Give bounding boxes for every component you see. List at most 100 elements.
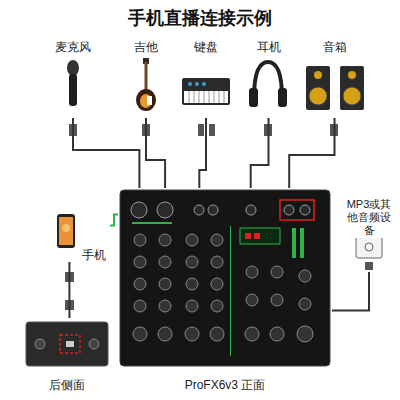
ear-cup	[249, 88, 258, 107]
main-out-jack	[284, 205, 294, 215]
combo-jack	[157, 202, 173, 218]
mixer-front: ProFX6v3 正面	[118, 188, 332, 392]
knob	[158, 327, 172, 341]
device-label: 后侧面	[47, 378, 87, 392]
guitar-neck	[145, 62, 148, 92]
knob	[211, 278, 223, 290]
knob	[134, 234, 146, 246]
jack-plug	[198, 124, 204, 136]
cable	[146, 118, 165, 188]
jack-plug	[209, 124, 215, 136]
mic-body	[69, 74, 77, 106]
knob	[211, 300, 223, 312]
knob	[246, 266, 258, 278]
knob	[134, 300, 146, 312]
pickguard	[147, 96, 152, 105]
level-meter	[300, 228, 304, 258]
knob	[134, 278, 146, 290]
section-divider	[230, 226, 231, 356]
knob	[186, 256, 198, 268]
phone-device: 手机	[52, 210, 110, 262]
usb-highlight	[60, 335, 80, 353]
knob	[159, 234, 171, 246]
usb-port	[66, 341, 74, 347]
output-highlight	[280, 200, 314, 220]
screen-accent	[62, 224, 70, 232]
tweeter	[314, 71, 322, 79]
microphone-device: 麦克风	[50, 40, 96, 118]
device-label: 吉他	[132, 40, 160, 54]
speaker-cabinet	[306, 66, 330, 110]
guitar-sunburst	[140, 94, 152, 108]
keyboard-body	[182, 78, 230, 105]
knob	[186, 278, 198, 290]
device-label: 音箱	[321, 40, 349, 54]
speakers-device: 音箱	[303, 40, 366, 118]
tweeter	[348, 71, 356, 79]
knob	[271, 294, 283, 306]
knob	[299, 270, 311, 282]
cable	[110, 215, 118, 226]
channel-knobs	[133, 234, 313, 342]
device-label: ProFX6v3 正面	[183, 378, 268, 392]
key-lines	[189, 91, 224, 103]
phones-jack	[246, 205, 256, 215]
keyboard-knob	[195, 82, 199, 86]
knob	[297, 326, 313, 342]
display-digit	[245, 233, 251, 239]
power-socket	[89, 339, 99, 349]
knob	[159, 256, 171, 268]
phone-icon	[57, 214, 75, 310]
knob	[245, 327, 259, 341]
speaker-cabinet	[340, 66, 364, 110]
knob	[186, 300, 198, 312]
headband	[254, 62, 282, 98]
device-label: 麦克风	[53, 40, 93, 54]
rear-switch	[35, 339, 45, 349]
knob	[159, 300, 171, 312]
level-meter	[292, 228, 296, 258]
line-jack	[208, 205, 218, 215]
display-digit	[254, 233, 260, 239]
device-label: MP3或其他音频设备	[340, 198, 398, 238]
device-label: 耳机	[255, 40, 283, 54]
input-accent	[132, 222, 172, 224]
knob	[271, 266, 283, 278]
mixer-front-icon	[120, 190, 330, 366]
audio-player-device: MP3或其他音频设备	[340, 198, 398, 272]
knob	[211, 256, 223, 268]
cable	[289, 118, 334, 188]
mixer-rear: 后侧面	[22, 318, 112, 392]
keyboard-knob	[202, 82, 206, 86]
woofer	[309, 87, 327, 105]
cable	[73, 118, 139, 188]
diagram-title: 手机直播连接示例	[0, 6, 400, 30]
combo-jack	[131, 202, 147, 218]
keys	[184, 91, 228, 103]
knob	[186, 234, 198, 246]
woofer	[343, 87, 361, 105]
device-label: 手机	[80, 248, 108, 262]
knob	[210, 327, 224, 341]
ear-cup	[278, 88, 287, 107]
main-out-jack	[300, 205, 310, 215]
keyboard-knob	[188, 82, 192, 86]
keyboard-device: 键盘	[180, 40, 232, 118]
knob	[133, 327, 147, 341]
phone-body	[57, 214, 75, 248]
knob	[299, 298, 311, 310]
mixer-body	[120, 190, 330, 366]
knob	[211, 234, 223, 246]
line-jack	[194, 205, 204, 215]
rear-panel	[26, 322, 108, 366]
guitar-body	[136, 89, 156, 111]
knob	[246, 294, 258, 306]
knob	[270, 327, 284, 341]
headphones-device: 耳机	[245, 40, 292, 118]
cable	[199, 118, 206, 188]
knob	[134, 256, 146, 268]
mp3-wheel	[365, 243, 373, 251]
cable	[332, 272, 369, 310]
